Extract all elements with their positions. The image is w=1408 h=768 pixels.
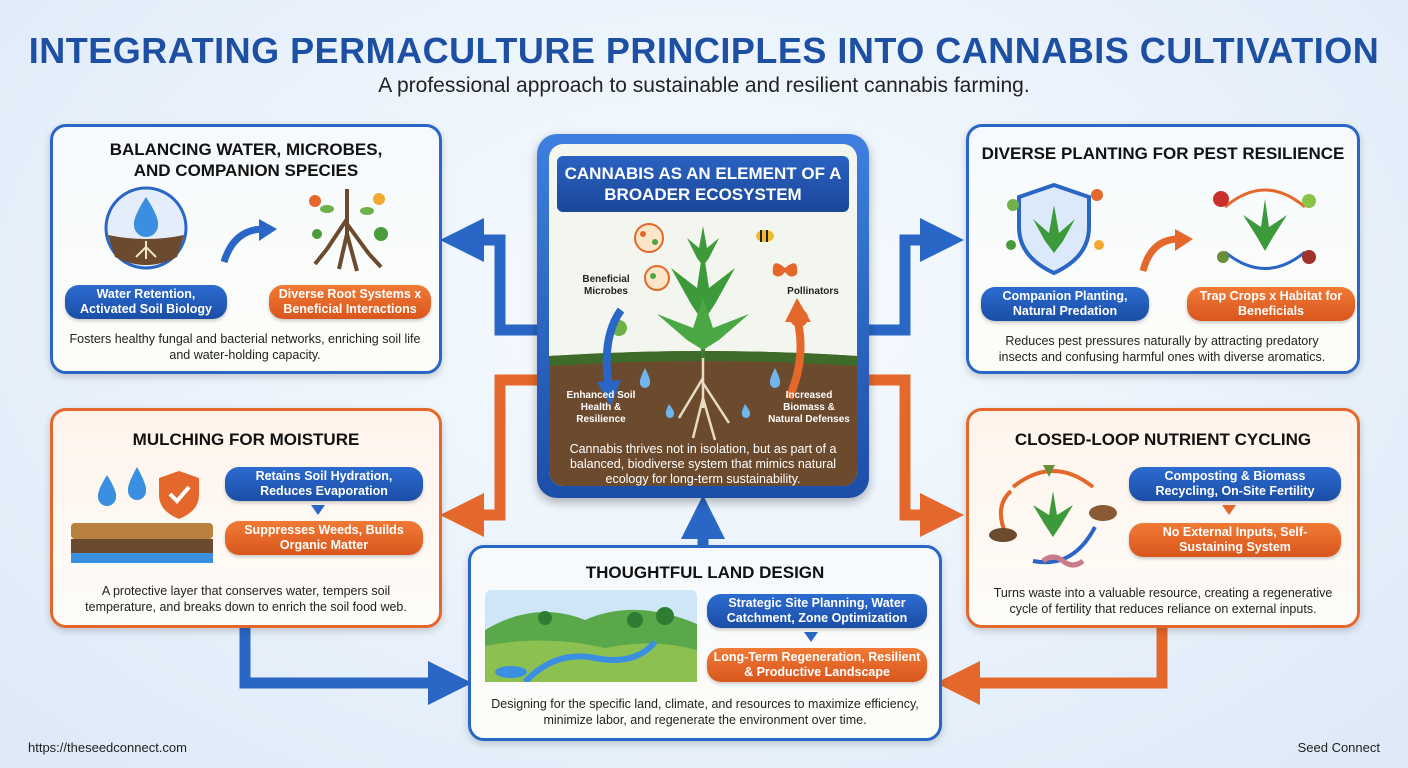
arrow-nutrient-to-land — [936, 625, 1168, 705]
microbe-icon — [634, 223, 670, 291]
arrow-mulch-to-land — [239, 625, 472, 705]
card-ecosystem-center: CANNABIS AS AN ELEMENT OF A BROADER ECOS… — [537, 134, 869, 498]
card-title: CLOSED-LOOP NUTRIENT CYCLING — [1014, 430, 1312, 449]
butterfly-icon — [772, 263, 798, 277]
curved-arrow-icon — [220, 219, 277, 264]
card-water-microbes: BALANCING WATER, MICROBES, AND COMPANION… — [50, 124, 442, 374]
card-pest-resilience: DIVERSE PLANTING FOR PEST RESILIENCE Com… — [966, 124, 1360, 374]
down-arrow-icon — [1222, 505, 1236, 515]
arrow-to-water-card — [440, 218, 537, 336]
label-pollinators: Pollinators — [787, 286, 839, 297]
nutrient-description: Turns waste into a valuable resource, cr… — [993, 586, 1333, 616]
bee-icon — [756, 230, 774, 242]
water-pill-2: Diverse Root Systems x Beneficial Intera… — [269, 285, 431, 319]
pest-description: Reduces pest pressures naturally by attr… — [998, 334, 1326, 364]
card-mulching: MULCHING FOR MOISTURE Retains Soil Hydra… — [50, 408, 442, 628]
footer-url[interactable]: https://theseedconnect.com — [28, 740, 187, 755]
mulch-description: A protective layer that conserves water,… — [85, 584, 407, 614]
page-title: INTEGRATING PERMACULTURE PRINCIPLES INTO… — [28, 30, 1380, 71]
label-soil-health: Enhanced Soil Health & Resilience — [566, 390, 636, 425]
arrow-to-mulch-card — [440, 374, 537, 537]
curved-arrow-icon — [1139, 229, 1193, 272]
page-subtitle: A professional approach to sustainable a… — [378, 74, 1030, 97]
shield-leaf-icon — [1006, 182, 1104, 276]
water-drop-icon — [104, 186, 188, 270]
land-description: Designing for the specific land, climate… — [491, 697, 919, 727]
insect-cycle-icon — [1213, 188, 1316, 270]
water-description: Fosters healthy fungal and bacterial net… — [69, 332, 421, 362]
center-description: Cannabis thrives not in isolation, but a… — [569, 442, 837, 486]
pest-pill-2: Trap Crops x Habitat for Beneficials — [1187, 287, 1355, 321]
arrow-to-pest-card — [869, 218, 964, 336]
nutrient-pill-1: Composting & Biomass Recycling, On-Site … — [1129, 467, 1341, 501]
roots-icon — [309, 189, 388, 272]
center-inner-panel: CANNABIS AS AN ELEMENT OF A BROADER ECOS… — [549, 144, 857, 486]
nutrient-pill-2: No External Inputs, Self-Sustaining Syst… — [1129, 523, 1341, 557]
arrow-to-nutrient-card — [869, 374, 964, 537]
center-title: CANNABIS AS AN ELEMENT OF A BROADER ECOS… — [557, 156, 849, 212]
mulch-pill-2: Suppresses Weeds, Builds Organic Matter — [225, 521, 423, 555]
label-microbes: Beneficial Microbes — [582, 274, 630, 297]
landscape-icon — [485, 590, 697, 682]
card-land-design: THOUGHTFUL LAND DESIGN Strategic Site Pl… — [468, 545, 942, 741]
card-title: MULCHING FOR MOISTURE — [132, 430, 360, 449]
pest-pill-1: Companion Planting, Natural Predation — [981, 287, 1149, 321]
footer-brand: Seed Connect — [1297, 740, 1380, 755]
card-nutrient-cycling: CLOSED-LOOP NUTRIENT CYCLING Composting … — [966, 408, 1360, 628]
card-title: BALANCING WATER, MICROBES, AND COMPANION… — [109, 140, 383, 180]
mulch-pill-1: Retains Soil Hydration, Reduces Evaporat… — [225, 467, 423, 501]
card-title: DIVERSE PLANTING FOR PEST RESILIENCE — [981, 144, 1345, 163]
land-pill-1: Strategic Site Planning, Water Catchment… — [707, 594, 927, 628]
compost-cycle-icon — [989, 465, 1117, 568]
card-title: THOUGHTFUL LAND DESIGN — [585, 563, 825, 582]
down-arrow-icon — [804, 632, 818, 642]
land-pill-2: Long-Term Regeneration, Resilient & Prod… — [707, 648, 927, 682]
mulch-icon — [71, 467, 213, 563]
water-pill-1: Water Retention, Activated Soil Biology — [65, 285, 227, 319]
down-arrow-icon — [311, 505, 325, 515]
label-biomass: Increased Biomass & Natural Defenses — [768, 390, 850, 425]
cannabis-plant-icon — [549, 223, 857, 486]
